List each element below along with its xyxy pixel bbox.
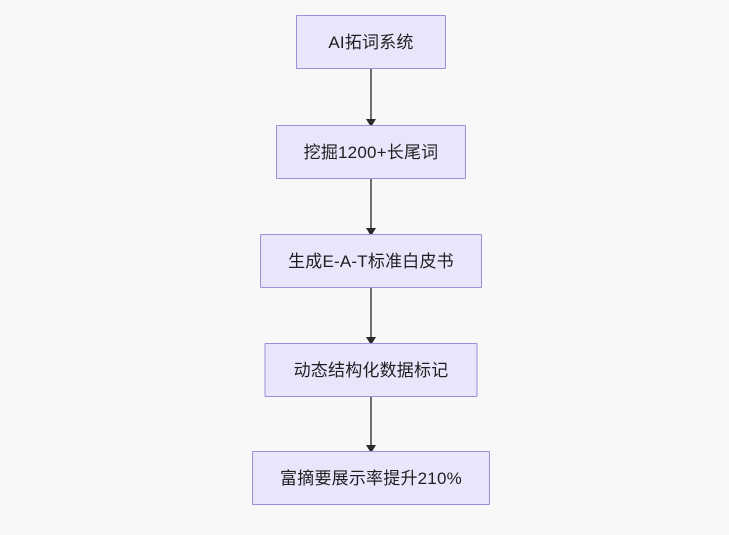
arrowhead-icon	[366, 337, 376, 345]
flowchart-node-mine-longtail-keywords[interactable]: 挖掘1200+长尾词	[276, 125, 466, 179]
arrowhead-icon	[366, 119, 376, 127]
edge-line	[370, 288, 373, 344]
flowchart-node-rich-snippet-impression-lift[interactable]: 富摘要展示率提升210%	[252, 451, 490, 505]
flowchart-node-ai-keyword-system[interactable]: AI拓词系统	[296, 15, 446, 69]
node-label: 富摘要展示率提升210%	[280, 468, 462, 488]
edge-line	[370, 179, 373, 235]
edge-line	[370, 397, 373, 452]
edge-line	[370, 69, 373, 126]
flowchart-node-generate-eat-whitepaper[interactable]: 生成E-A-T标准白皮书	[260, 234, 482, 288]
node-label: 动态结构化数据标记	[293, 360, 449, 380]
node-label: 生成E-A-T标准白皮书	[288, 251, 454, 271]
arrowhead-icon	[366, 445, 376, 453]
arrowhead-icon	[366, 228, 376, 236]
flowchart-node-dynamic-structured-data-markup[interactable]: 动态结构化数据标记	[264, 343, 478, 397]
node-label: AI拓词系统	[328, 32, 414, 52]
node-label: 挖掘1200+长尾词	[303, 142, 439, 162]
